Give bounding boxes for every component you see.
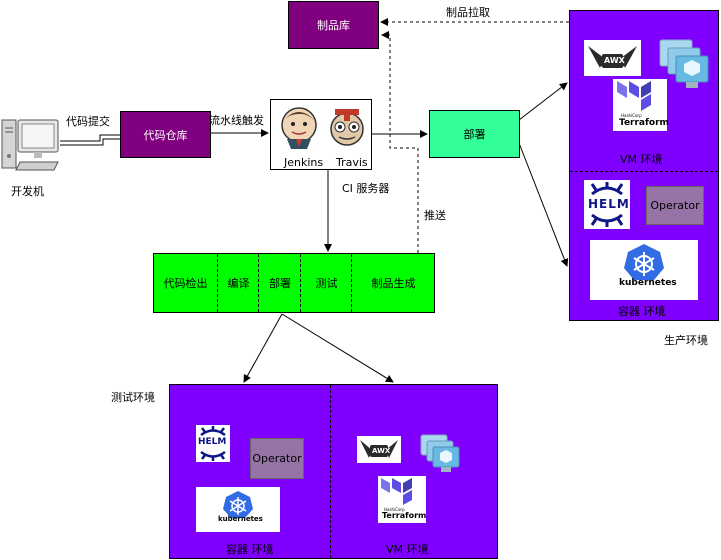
pipeline-test-container-edge <box>243 313 283 383</box>
deploy-node[interactable]: 部署 <box>429 110 520 158</box>
jenkins-icon <box>281 107 317 149</box>
stage-deploy-label: 部署 <box>269 277 291 290</box>
test-container-env-label: 容器 环境 <box>226 543 274 556</box>
stage-test[interactable]: 测试 <box>300 254 352 312</box>
kubernetes-icon <box>223 491 253 518</box>
prod-vm-env-label: VM 环境 <box>620 153 663 166</box>
commit-edge <box>60 134 121 142</box>
stage-compile-label: 编译 <box>227 277 250 290</box>
test-terraform-logo: HashiCorp Terraform <box>378 476 426 523</box>
artifact-pull-label: 制品拉取 <box>446 6 490 19</box>
test-env-label: 测试环境 <box>111 391 155 404</box>
helm-icon <box>590 182 624 227</box>
prod-helm-logo: HELM <box>584 180 630 229</box>
stage-compile[interactable]: 编译 <box>217 254 259 312</box>
test-env-divider <box>330 385 331 558</box>
stage-checkout-label: 代码检出 <box>163 277 208 290</box>
pipeline-trigger-label: 流水线触发 <box>209 114 264 127</box>
pipeline-test-vm-edge <box>281 313 394 383</box>
computer-icon <box>1 119 59 171</box>
artifact-repo-node[interactable]: 制品库 <box>288 1 379 49</box>
stage-deploy[interactable]: 部署 <box>258 254 301 312</box>
prod-operator-label: Operator <box>650 199 700 212</box>
ci-server-node[interactable]: Jenkins Travis <box>270 99 372 170</box>
prod-operator-node[interactable]: Operator <box>646 186 704 225</box>
test-vm-icon <box>419 433 465 477</box>
helm-icon <box>200 426 226 461</box>
commit-edge-inner <box>60 138 121 146</box>
prod-awx-logo: AWX <box>584 40 641 76</box>
test-terraform-small: HashiCorp <box>384 507 405 512</box>
prod-kubernetes-label: kubernetes <box>619 278 677 288</box>
prod-vm-icon <box>658 38 716 94</box>
virtual-machine-icon <box>659 39 709 88</box>
prod-terraform-logo: HashiCorp Terraform <box>613 79 669 131</box>
awx-icon <box>588 46 637 68</box>
ci-server-caption: CI 服务器 <box>342 182 390 195</box>
artifact-repo-label: 制品库 <box>317 19 350 32</box>
kubernetes-icon <box>624 244 664 280</box>
stage-test-label: 测试 <box>315 277 338 290</box>
prod-kubernetes-logo: kubernetes <box>590 240 698 300</box>
prod-terraform-label: Terraform <box>619 118 669 128</box>
code-repo-label: 代码仓库 <box>143 128 188 142</box>
stage-artifact[interactable]: 制品生成 <box>351 254 435 312</box>
prod-container-env-label: 容器 环境 <box>618 305 666 318</box>
awx-icon <box>360 440 398 458</box>
prod-helm-label: HELM <box>588 197 630 211</box>
code-repo-node[interactable]: 代码仓库 <box>120 111 211 158</box>
test-helm-label: HELM <box>198 437 227 447</box>
pipeline-bar: 代码检出 编译 部署 测试 制品生成 <box>153 253 435 313</box>
travis-icon <box>330 109 364 146</box>
test-awx-logo: AWX <box>357 436 401 463</box>
stage-checkout[interactable]: 代码检出 <box>154 254 217 312</box>
push-label: 推送 <box>424 209 446 222</box>
test-operator-label: Operator <box>252 452 302 465</box>
prod-terraform-small: HashiCorp <box>621 113 642 118</box>
deploy-label: 部署 <box>463 128 486 141</box>
test-vm-env-label: VM 环境 <box>386 543 429 556</box>
deploy-vm-edge <box>518 82 568 121</box>
production-divider <box>570 171 718 172</box>
push-edge <box>381 31 419 253</box>
virtual-machine-icon <box>420 434 460 472</box>
test-kubernetes-label: kubernetes <box>218 515 263 523</box>
jenkins-label: Jenkins <box>284 156 324 169</box>
stage-artifact-label: 制品生成 <box>371 277 416 290</box>
test-kubernetes-logo: kubernetes <box>196 487 280 532</box>
developer-pc <box>0 112 62 174</box>
test-terraform-label: Terraform <box>382 511 427 520</box>
commit-label: 代码提交 <box>66 115 110 128</box>
deploy-container-edge <box>518 142 569 267</box>
prod-awx-label: AWX <box>604 56 625 65</box>
production-env-label: 生产环境 <box>664 334 708 347</box>
terraform-icon <box>617 81 651 111</box>
test-helm-logo: HELM <box>196 425 230 462</box>
developer-label: 开发机 <box>11 185 44 198</box>
test-awx-label: AWX <box>372 447 391 455</box>
travis-label: Travis <box>336 156 368 169</box>
terraform-icon <box>381 478 412 505</box>
test-operator-node[interactable]: Operator <box>250 438 304 479</box>
